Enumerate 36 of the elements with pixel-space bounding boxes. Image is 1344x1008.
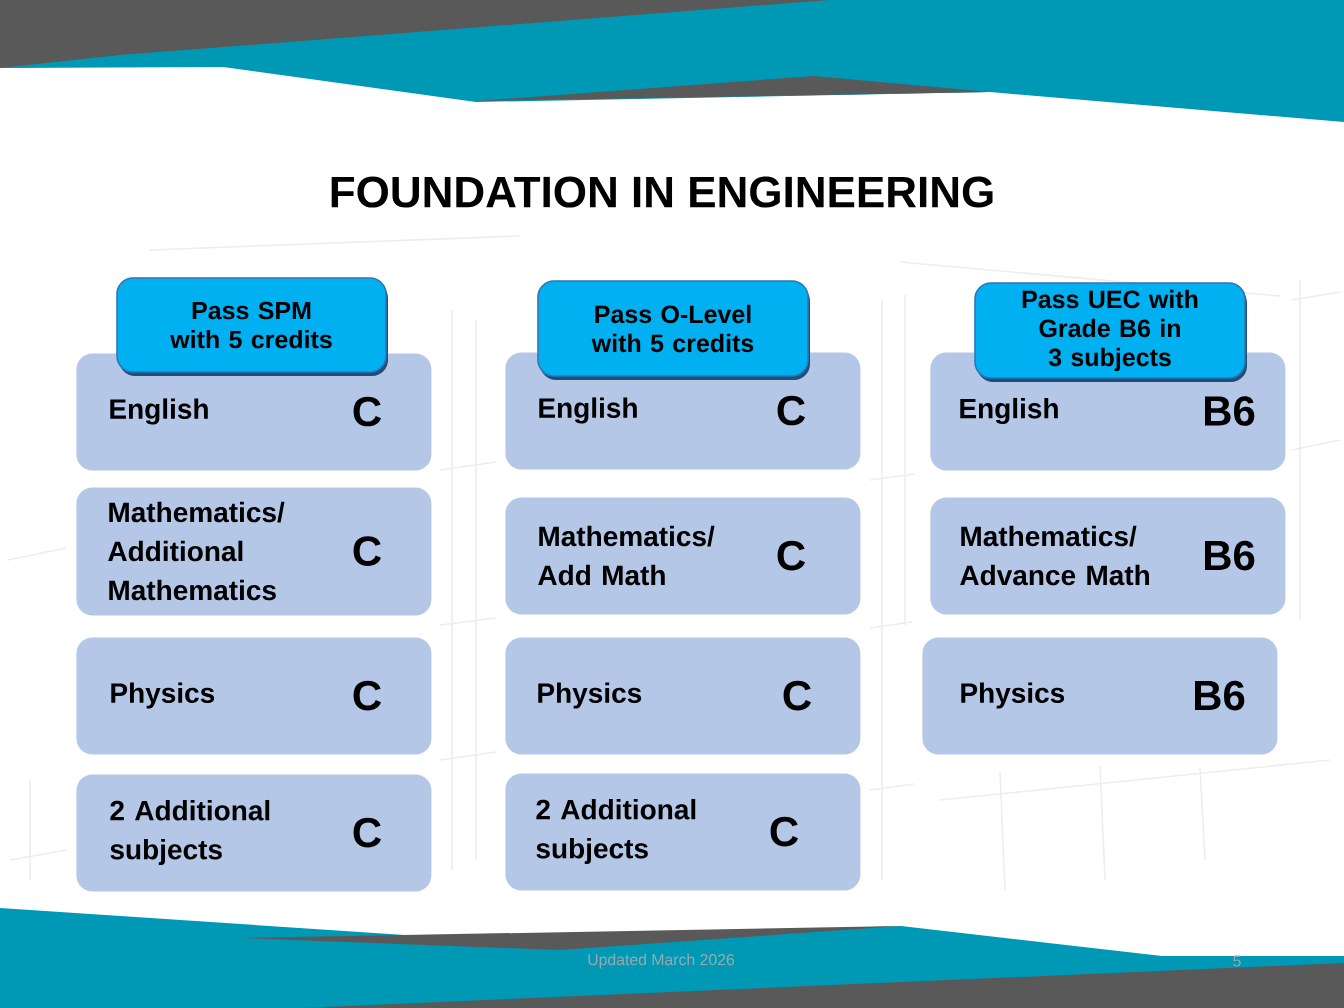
subject-box — [76, 487, 432, 616]
footer-note: Updated March 2026 — [588, 953, 735, 969]
grade-label: B6 — [1205, 540, 1255, 571]
grade-label: C — [777, 395, 805, 426]
grade-label: C — [353, 680, 381, 711]
grade-label: C — [353, 536, 381, 566]
subject-box — [505, 637, 861, 755]
title: FOUNDATION IN ENGINEERING — [331, 176, 993, 208]
subject-name: 2 Additional subjects — [110, 799, 270, 866]
grade-label: C — [777, 540, 805, 571]
subject-name: 2 Additional subjects — [536, 798, 696, 865]
grade-label: C — [353, 396, 381, 427]
requirement-header: Pass SPM with 5 credits — [116, 277, 388, 376]
grade-label: C — [353, 817, 381, 848]
subject-name: English — [539, 397, 637, 424]
page-number: 5 — [1233, 955, 1241, 967]
subject-box — [930, 497, 1286, 615]
subject-box — [76, 637, 432, 755]
grade-label: B6 — [1205, 396, 1255, 426]
subject-name: Physics — [111, 682, 215, 709]
subject-box — [76, 774, 432, 892]
subject-name: English — [960, 397, 1058, 425]
subject-name: English — [110, 398, 208, 425]
grade-label: C — [783, 680, 811, 711]
grade-label: C — [770, 816, 798, 847]
subject-box — [505, 773, 861, 891]
subject-name: Physics — [961, 682, 1065, 709]
subject-box — [505, 497, 861, 615]
subject-name: Mathematics/ Add Math — [538, 525, 715, 586]
subject-name: Physics — [538, 682, 642, 709]
grade-label: B6 — [1195, 680, 1245, 711]
subject-name: Mathematics/ Additional Mathematics — [108, 501, 285, 601]
subject-name: Mathematics/ Advance Math — [960, 525, 1149, 586]
requirement-header: Pass O-Level with 5 credits — [537, 280, 810, 380]
requirement-header: Pass UEC with Grade B6 in 3 subjects — [974, 282, 1247, 382]
subject-box — [922, 637, 1278, 755]
